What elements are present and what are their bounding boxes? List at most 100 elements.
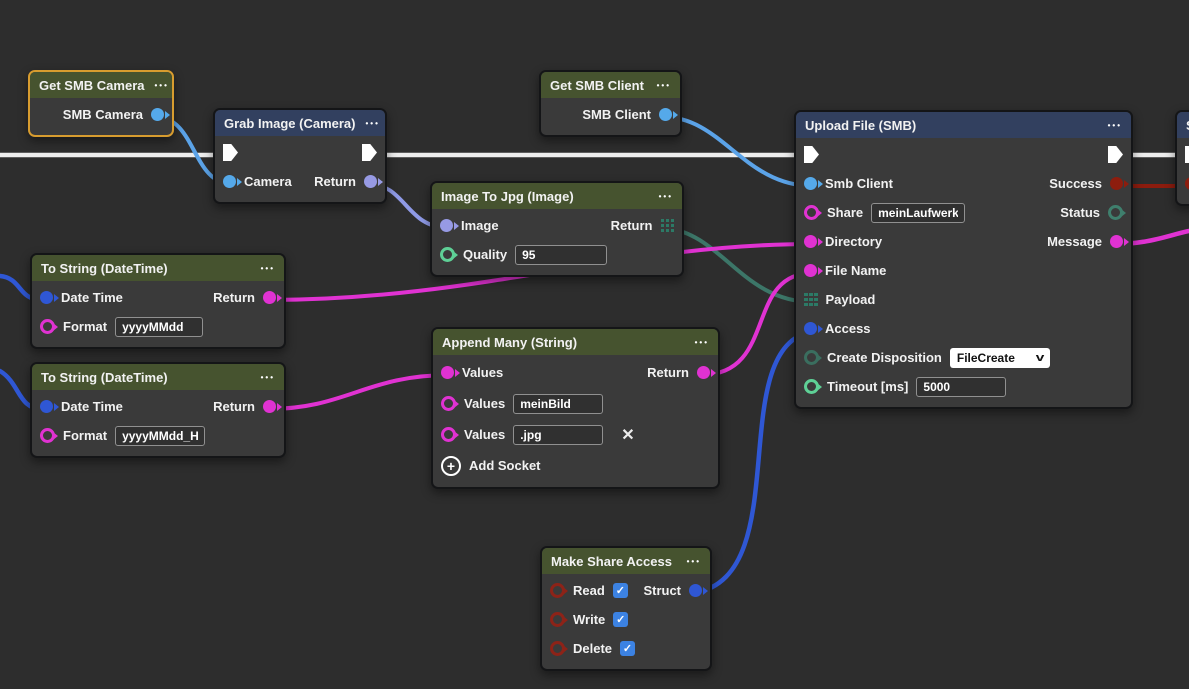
format-field[interactable]	[115, 316, 204, 337]
exec-out-pin[interactable]	[1108, 146, 1123, 163]
values2-field[interactable]	[513, 393, 604, 414]
node-menu-icon[interactable]: •••	[365, 118, 380, 128]
node-to-string-1[interactable]: To String (DateTime) ••• Date Time Retur…	[30, 253, 286, 349]
node-menu-icon[interactable]: •••	[1107, 120, 1122, 130]
port-smb-client-in[interactable]	[804, 177, 823, 190]
port-values1-in[interactable]	[441, 366, 460, 379]
port-date-time-in[interactable]	[40, 291, 59, 304]
node-menu-icon[interactable]: •••	[154, 80, 169, 90]
node-image-to-jpg[interactable]: Image To Jpg (Image) ••• Image Return Qu…	[430, 181, 684, 277]
port-status-out[interactable]	[1108, 205, 1126, 220]
node-menu-icon[interactable]: •••	[694, 337, 709, 347]
node-make-share-access[interactable]: Make Share Access ••• Read ✓ Struct Writ…	[540, 546, 712, 671]
input-label-delete: Delete	[573, 641, 613, 656]
port-return-out[interactable]	[263, 291, 282, 304]
port-timeout-in[interactable]	[804, 379, 822, 394]
node-header[interactable]: Get SMB Client •••	[541, 72, 680, 98]
node-append-many[interactable]: Append Many (String) ••• Values Return V…	[431, 327, 720, 489]
node-menu-icon[interactable]: •••	[656, 80, 671, 90]
node-partial-right[interactable]: S	[1175, 110, 1189, 206]
delete-checkbox[interactable]: ✓	[620, 641, 636, 656]
node-to-string-2[interactable]: To String (DateTime) ••• Date Time Retur…	[30, 362, 286, 458]
input-label-values3: Values	[464, 427, 506, 442]
port-smb-client-out[interactable]	[659, 108, 678, 121]
port-return-out[interactable]	[697, 366, 716, 379]
node-header[interactable]: Upload File (SMB) •••	[796, 112, 1131, 138]
port-create-disposition-in[interactable]	[804, 350, 822, 365]
output-label-smb-client: SMB Client	[582, 107, 651, 122]
payload-grid-port-out[interactable]	[660, 218, 674, 233]
node-menu-icon[interactable]: •••	[686, 556, 701, 566]
port-camera-in[interactable]	[223, 175, 242, 188]
port-return-out[interactable]	[364, 175, 383, 188]
port-format-in[interactable]	[40, 319, 58, 334]
add-socket-icon[interactable]: +	[441, 455, 461, 476]
wire-smbclient-smbclient[interactable]	[662, 115, 815, 188]
input-label-values1: Values	[462, 365, 504, 380]
node-title: Grab Image (Camera)	[224, 115, 356, 131]
port-values3-in[interactable]	[441, 427, 459, 442]
node-header[interactable]: Make Share Access •••	[542, 548, 710, 574]
node-menu-icon[interactable]: •••	[658, 191, 673, 201]
exec-in-pin[interactable]	[223, 144, 238, 161]
quality-field[interactable]	[515, 244, 608, 265]
node-menu-icon[interactable]: •••	[260, 372, 275, 382]
port-values2-in[interactable]	[441, 396, 459, 411]
port-smb-camera-out[interactable]	[151, 108, 170, 121]
port-struct-out[interactable]	[689, 584, 708, 597]
input-label-share: Share	[827, 205, 864, 220]
timeout-field[interactable]	[916, 376, 1007, 397]
port-write-in[interactable]	[550, 612, 568, 627]
chevron-down-icon: v	[1035, 351, 1045, 364]
port-image-in[interactable]	[440, 219, 459, 232]
format-field[interactable]	[115, 425, 206, 446]
node-get-smb-camera[interactable]: Get SMB Camera ••• SMB Camera	[28, 70, 174, 137]
output-label-message: Message	[1047, 234, 1102, 249]
payload-grid-port-in[interactable]	[804, 292, 818, 307]
port-access-in[interactable]	[804, 322, 823, 335]
node-upload-file[interactable]: Upload File (SMB) ••• Smb Client Success	[794, 110, 1133, 409]
port-message-out[interactable]	[1110, 235, 1129, 248]
port-date-time-in[interactable]	[40, 400, 59, 413]
input-label-directory: Directory	[825, 234, 883, 249]
port-format-in[interactable]	[40, 428, 58, 443]
port-share-in[interactable]	[804, 205, 822, 220]
input-label-values2: Values	[464, 396, 506, 411]
exec-in-pin[interactable]	[1185, 146, 1189, 163]
port-in[interactable]	[1185, 177, 1189, 190]
port-quality-in[interactable]	[440, 247, 458, 262]
node-header[interactable]: To String (DateTime) •••	[32, 364, 284, 390]
wire-appendreturn-filename[interactable]	[700, 271, 815, 377]
node-header[interactable]: S	[1177, 112, 1189, 138]
node-header[interactable]: Get SMB Camera •••	[30, 72, 172, 98]
node-get-smb-client[interactable]: Get SMB Client ••• SMB Client	[539, 70, 682, 137]
wire-jpgreturn-payload[interactable]	[663, 226, 815, 304]
port-file-name-in[interactable]	[804, 264, 823, 277]
remove-socket-icon[interactable]: ✕	[621, 426, 635, 444]
wire-struct-access[interactable]	[691, 328, 816, 596]
exec-out-pin[interactable]	[362, 144, 377, 161]
input-label-smb-client: Smb Client	[825, 176, 893, 191]
port-success-out[interactable]	[1110, 177, 1129, 190]
node-menu-icon[interactable]: •••	[260, 263, 275, 273]
node-header[interactable]: Grab Image (Camera) •••	[215, 110, 385, 136]
output-label-return: Return	[213, 399, 255, 414]
write-checkbox[interactable]: ✓	[613, 612, 629, 627]
exec-in-pin[interactable]	[804, 146, 819, 163]
node-header[interactable]: Image To Jpg (Image) •••	[432, 183, 682, 209]
read-checkbox[interactable]: ✓	[612, 583, 628, 598]
port-delete-in[interactable]	[550, 641, 568, 656]
node-grab-image[interactable]: Grab Image (Camera) ••• Camera Return	[213, 108, 387, 204]
share-field[interactable]	[871, 202, 966, 223]
create-disposition-select[interactable]: FileCreate v	[949, 347, 1050, 368]
input-label-timeout: Timeout [ms]	[827, 379, 909, 394]
values3-field[interactable]	[513, 424, 604, 445]
node-header[interactable]: To String (DateTime) •••	[32, 255, 284, 281]
port-directory-in[interactable]	[804, 235, 823, 248]
port-return-out[interactable]	[263, 400, 282, 413]
add-socket-label[interactable]: Add Socket	[469, 458, 541, 473]
wire-tostring2-values[interactable]	[266, 373, 452, 411]
node-header[interactable]: Append Many (String) •••	[433, 329, 718, 355]
port-read-in[interactable]	[550, 583, 568, 598]
